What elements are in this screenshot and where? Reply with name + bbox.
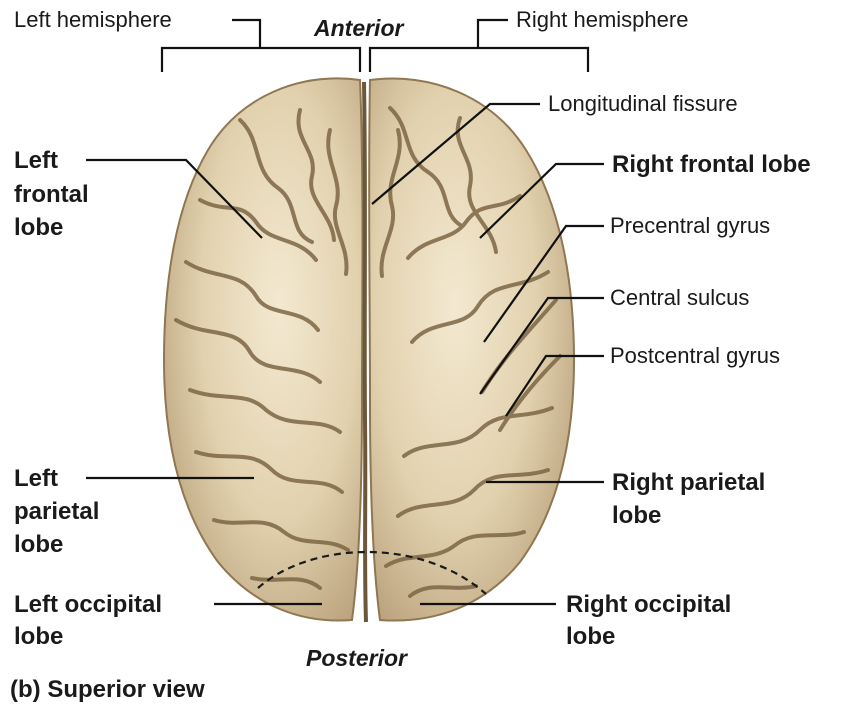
left-frontal-lobe-label-line-1: Left bbox=[14, 144, 58, 177]
right-occipital-lobe-label-line-1: Right occipital bbox=[566, 588, 731, 621]
anterior-label: Anterior bbox=[314, 12, 403, 44]
left-hemisphere-shape bbox=[164, 78, 363, 620]
longitudinal-fissure-line bbox=[364, 82, 366, 622]
left-frontal-lobe-label-line-2: frontal bbox=[14, 178, 89, 211]
right-hemisphere-shape bbox=[369, 78, 574, 620]
central-sulcus-label: Central sulcus bbox=[610, 282, 749, 314]
left-occipital-lobe-label-line-1: Left occipital bbox=[14, 588, 162, 621]
left-occipital-lobe-label-line-2: lobe bbox=[14, 620, 63, 653]
right-hemisphere-label: Right hemisphere bbox=[516, 4, 688, 36]
figure-caption: (b) Superior view bbox=[10, 676, 205, 704]
left-parietal-lobe-label-line-2: parietal bbox=[14, 495, 99, 528]
postcentral-gyrus-label: Postcentral gyrus bbox=[610, 340, 780, 372]
right-occipital-lobe-label-line-2: lobe bbox=[566, 620, 615, 653]
posterior-label: Posterior bbox=[306, 642, 407, 674]
right-frontal-lobe-label: Right frontal lobe bbox=[612, 148, 811, 181]
left-frontal-lobe-label-line-3: lobe bbox=[14, 211, 63, 244]
right-parietal-lobe-label-line-1: Right parietal bbox=[612, 466, 765, 499]
longitudinal-fissure-label: Longitudinal fissure bbox=[548, 88, 738, 120]
precentral-gyrus-label: Precentral gyrus bbox=[610, 210, 770, 242]
left-hemisphere-label: Left hemisphere bbox=[14, 4, 172, 36]
left-parietal-lobe-label-line-3: lobe bbox=[14, 528, 63, 561]
left-parietal-lobe-label-line-1: Left bbox=[14, 462, 58, 495]
right-parietal-lobe-label-line-2: lobe bbox=[612, 499, 661, 532]
